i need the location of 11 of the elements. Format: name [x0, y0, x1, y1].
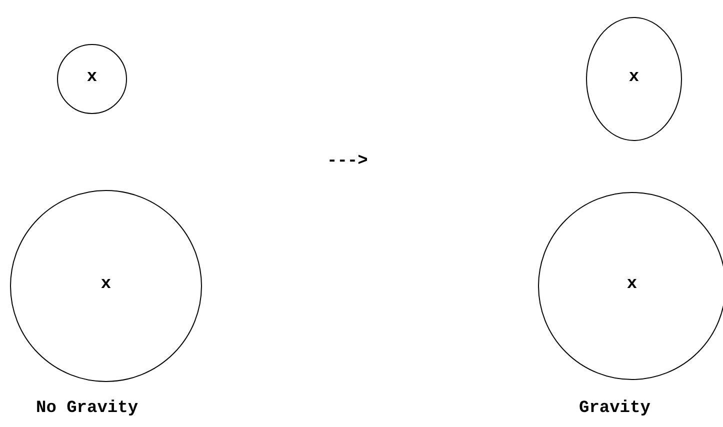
ellipse-shape — [586, 17, 682, 141]
circle-shape — [538, 192, 723, 380]
center-mark: x — [626, 274, 638, 294]
caption: No Gravity — [36, 399, 138, 418]
circle-shape — [10, 190, 202, 382]
center-mark: x — [628, 68, 640, 86]
circle-shape — [57, 44, 127, 114]
center-mark: x — [100, 274, 112, 294]
caption: Gravity — [579, 399, 650, 418]
arrow-text: ---> — [327, 152, 368, 171]
center-mark: x — [86, 68, 98, 86]
